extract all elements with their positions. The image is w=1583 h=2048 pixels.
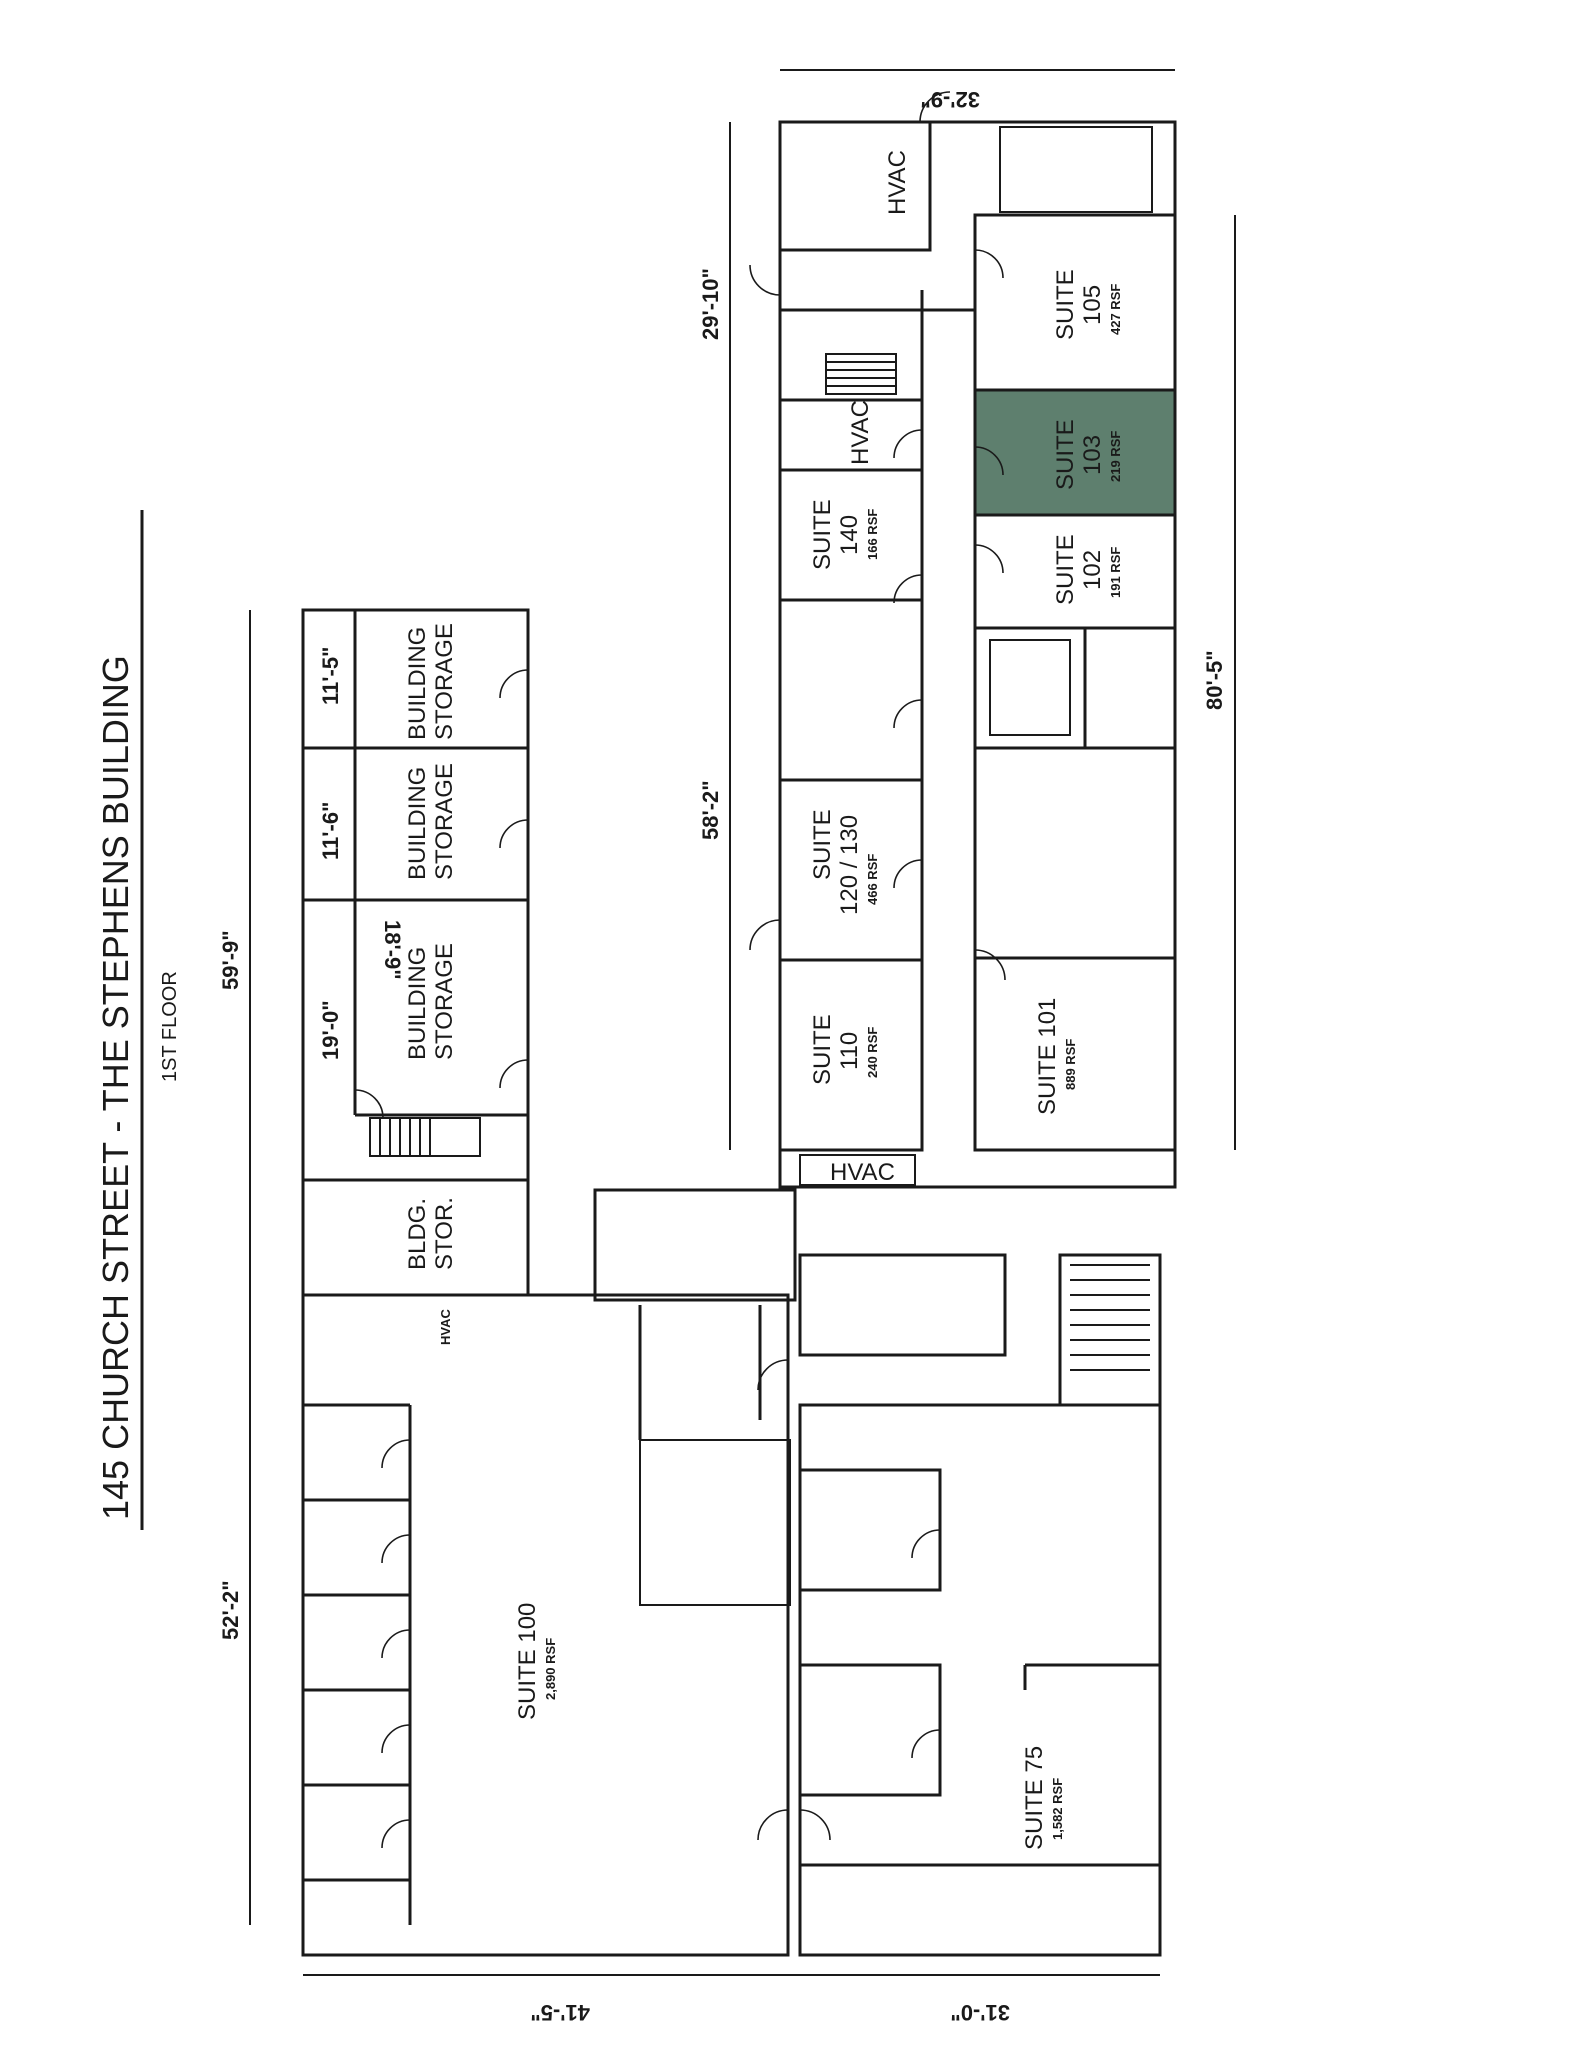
suite-101-rsf: 889 RSF <box>1063 1039 1078 1090</box>
storage-3-line1: BUILDING <box>404 947 431 1060</box>
hvac-room-bottom <box>799 1154 916 1186</box>
suite-100-name: SUITE 100 <box>514 1603 541 1720</box>
dim-41-5: 41'-5" <box>530 2000 590 2025</box>
suite-102-name: SUITE <box>1052 534 1079 605</box>
suite-103-name: SUITE <box>1052 419 1079 490</box>
dim-80-5: 80'-5" <box>1202 650 1227 710</box>
suite-75-rsf: 1,582 RSF <box>1050 1778 1065 1840</box>
suite-103-num: 103 <box>1079 435 1106 475</box>
suite-140-num: 140 <box>836 515 863 555</box>
suite-103-rsf: 219 RSF <box>1108 431 1123 482</box>
suite-100-rsf: 2,890 RSF <box>543 1638 558 1700</box>
bldg-stor-line2: STOR. <box>431 1197 458 1270</box>
storage-2-line1: BUILDING <box>404 767 431 880</box>
suite-110-room <box>778 958 924 1152</box>
restroom-right <box>798 1253 1007 1357</box>
suite-105-rsf: 427 RSF <box>1108 284 1123 335</box>
suite-75-room <box>798 1403 1162 1957</box>
left-wing-walls <box>301 608 1162 1957</box>
room-labels: HVAC HVAC HVAC SUITE 105 427 RSF SUITE 1… <box>404 150 1123 1850</box>
dim-59-9: 59'-9" <box>218 930 243 990</box>
floor-subtitle: 1ST FLOOR <box>159 971 181 1082</box>
dim-11-6: 11'-6" <box>318 802 343 860</box>
dim-29-10: 29'-10" <box>698 268 723 340</box>
dim-11-5: 11'-5" <box>318 647 343 705</box>
suite-75-name: SUITE 75 <box>1021 1746 1048 1850</box>
suite-110-name: SUITE <box>809 1014 836 1085</box>
storage-1-line2: STORAGE <box>431 623 458 740</box>
title-block: 145 CHURCH STREET - THE STEPHENS BUILDIN… <box>95 510 181 1530</box>
suite-102-rsf: 191 RSF <box>1108 547 1123 598</box>
storage-2-line2: STORAGE <box>431 763 458 880</box>
right-wing-walls <box>778 120 1177 1189</box>
restroom-left <box>593 1188 797 1302</box>
hvac-bottom-label: HVAC <box>830 1159 895 1186</box>
suite-101-name: SUITE 101 <box>1034 998 1061 1115</box>
hvac-room-top <box>778 120 932 252</box>
right-wing-outline <box>778 120 1177 1189</box>
hvac-top-label: HVAC <box>884 150 911 215</box>
hvac-mid-label: HVAC <box>847 400 874 465</box>
stair-right <box>1058 1253 1162 1407</box>
dim-19-0: 19'-0" <box>318 1000 343 1060</box>
suite-101-room <box>973 956 1177 1152</box>
storage-1-line1: BUILDING <box>404 627 431 740</box>
hvac-small-label: HVAC <box>438 1309 453 1345</box>
suite-105-num: 105 <box>1079 285 1106 325</box>
suite-140-rsf: 166 RSF <box>865 509 880 560</box>
dimension-lines <box>249 69 1236 1976</box>
suite-102-num: 102 <box>1079 550 1106 590</box>
suite-120-name: SUITE <box>809 809 836 880</box>
dim-32-9: 32'-9" <box>920 87 980 112</box>
suite-103-highlight <box>973 388 1177 517</box>
dim-58-2: 58'-2" <box>698 780 723 840</box>
doors <box>354 91 1006 1849</box>
suite-120-rsf: 466 RSF <box>865 854 880 905</box>
suite-110-rsf: 240 RSF <box>865 1027 880 1078</box>
suite-105-name: SUITE <box>1052 269 1079 340</box>
dim-52-2: 52'-2" <box>218 1580 243 1640</box>
suite-140-name: SUITE <box>809 499 836 570</box>
suite-110-num: 110 <box>836 1032 863 1070</box>
bldg-stor-line1: BLDG. <box>404 1198 431 1270</box>
plan-title: 145 CHURCH STREET - THE STEPHENS BUILDIN… <box>95 655 136 1520</box>
dim-18-9: 18'-9" <box>380 920 405 980</box>
suite-120-num: 120 / 130 <box>836 815 863 915</box>
dim-31-0: 31'-0" <box>950 2000 1010 2025</box>
storage-3-line2: STORAGE <box>431 943 458 1060</box>
suite-100-room <box>301 1293 790 1957</box>
